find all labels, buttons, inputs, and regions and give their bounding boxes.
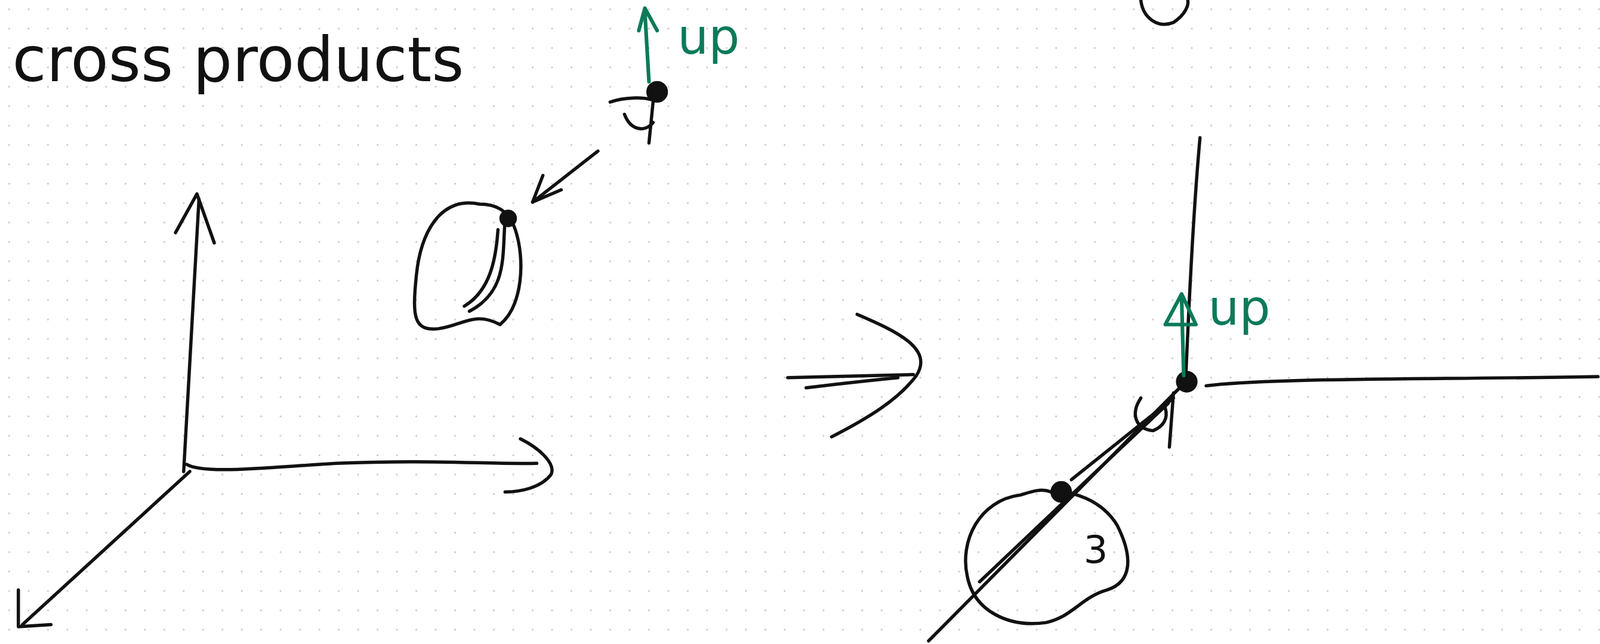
title-text: cross products [12, 28, 465, 91]
arrow-head [532, 175, 562, 202]
arrow-head [638, 8, 658, 32]
axis-line [1206, 376, 1599, 386]
axis-line [1185, 137, 1201, 380]
up-arrow [1181, 297, 1184, 376]
camera-sketch [609, 97, 653, 143]
camera-sketch [1135, 392, 1174, 447]
transform-arrow [806, 377, 899, 388]
arrow-head [1165, 293, 1196, 325]
view-line [979, 398, 1174, 582]
sketch-label: up [677, 12, 740, 62]
arrow-head [18, 589, 52, 627]
arrow-head [831, 314, 921, 437]
arrow-head [504, 438, 553, 492]
object-dot [1052, 482, 1071, 502]
axis-line [183, 198, 200, 472]
sketch-label: up [1207, 283, 1270, 333]
up-arrow [645, 12, 650, 82]
view-line [928, 383, 1184, 641]
object-dot [501, 211, 516, 226]
sketch-label: 3 [1083, 530, 1109, 569]
object-blob [965, 489, 1128, 624]
axis-line [22, 471, 190, 625]
arrow-head [175, 193, 215, 243]
view-arrow [532, 150, 598, 202]
camera-dot [1177, 372, 1196, 391]
object-shading [464, 219, 505, 312]
object-blob [414, 202, 521, 329]
axis-line [186, 461, 537, 470]
sketch-fragment [1141, 0, 1189, 25]
